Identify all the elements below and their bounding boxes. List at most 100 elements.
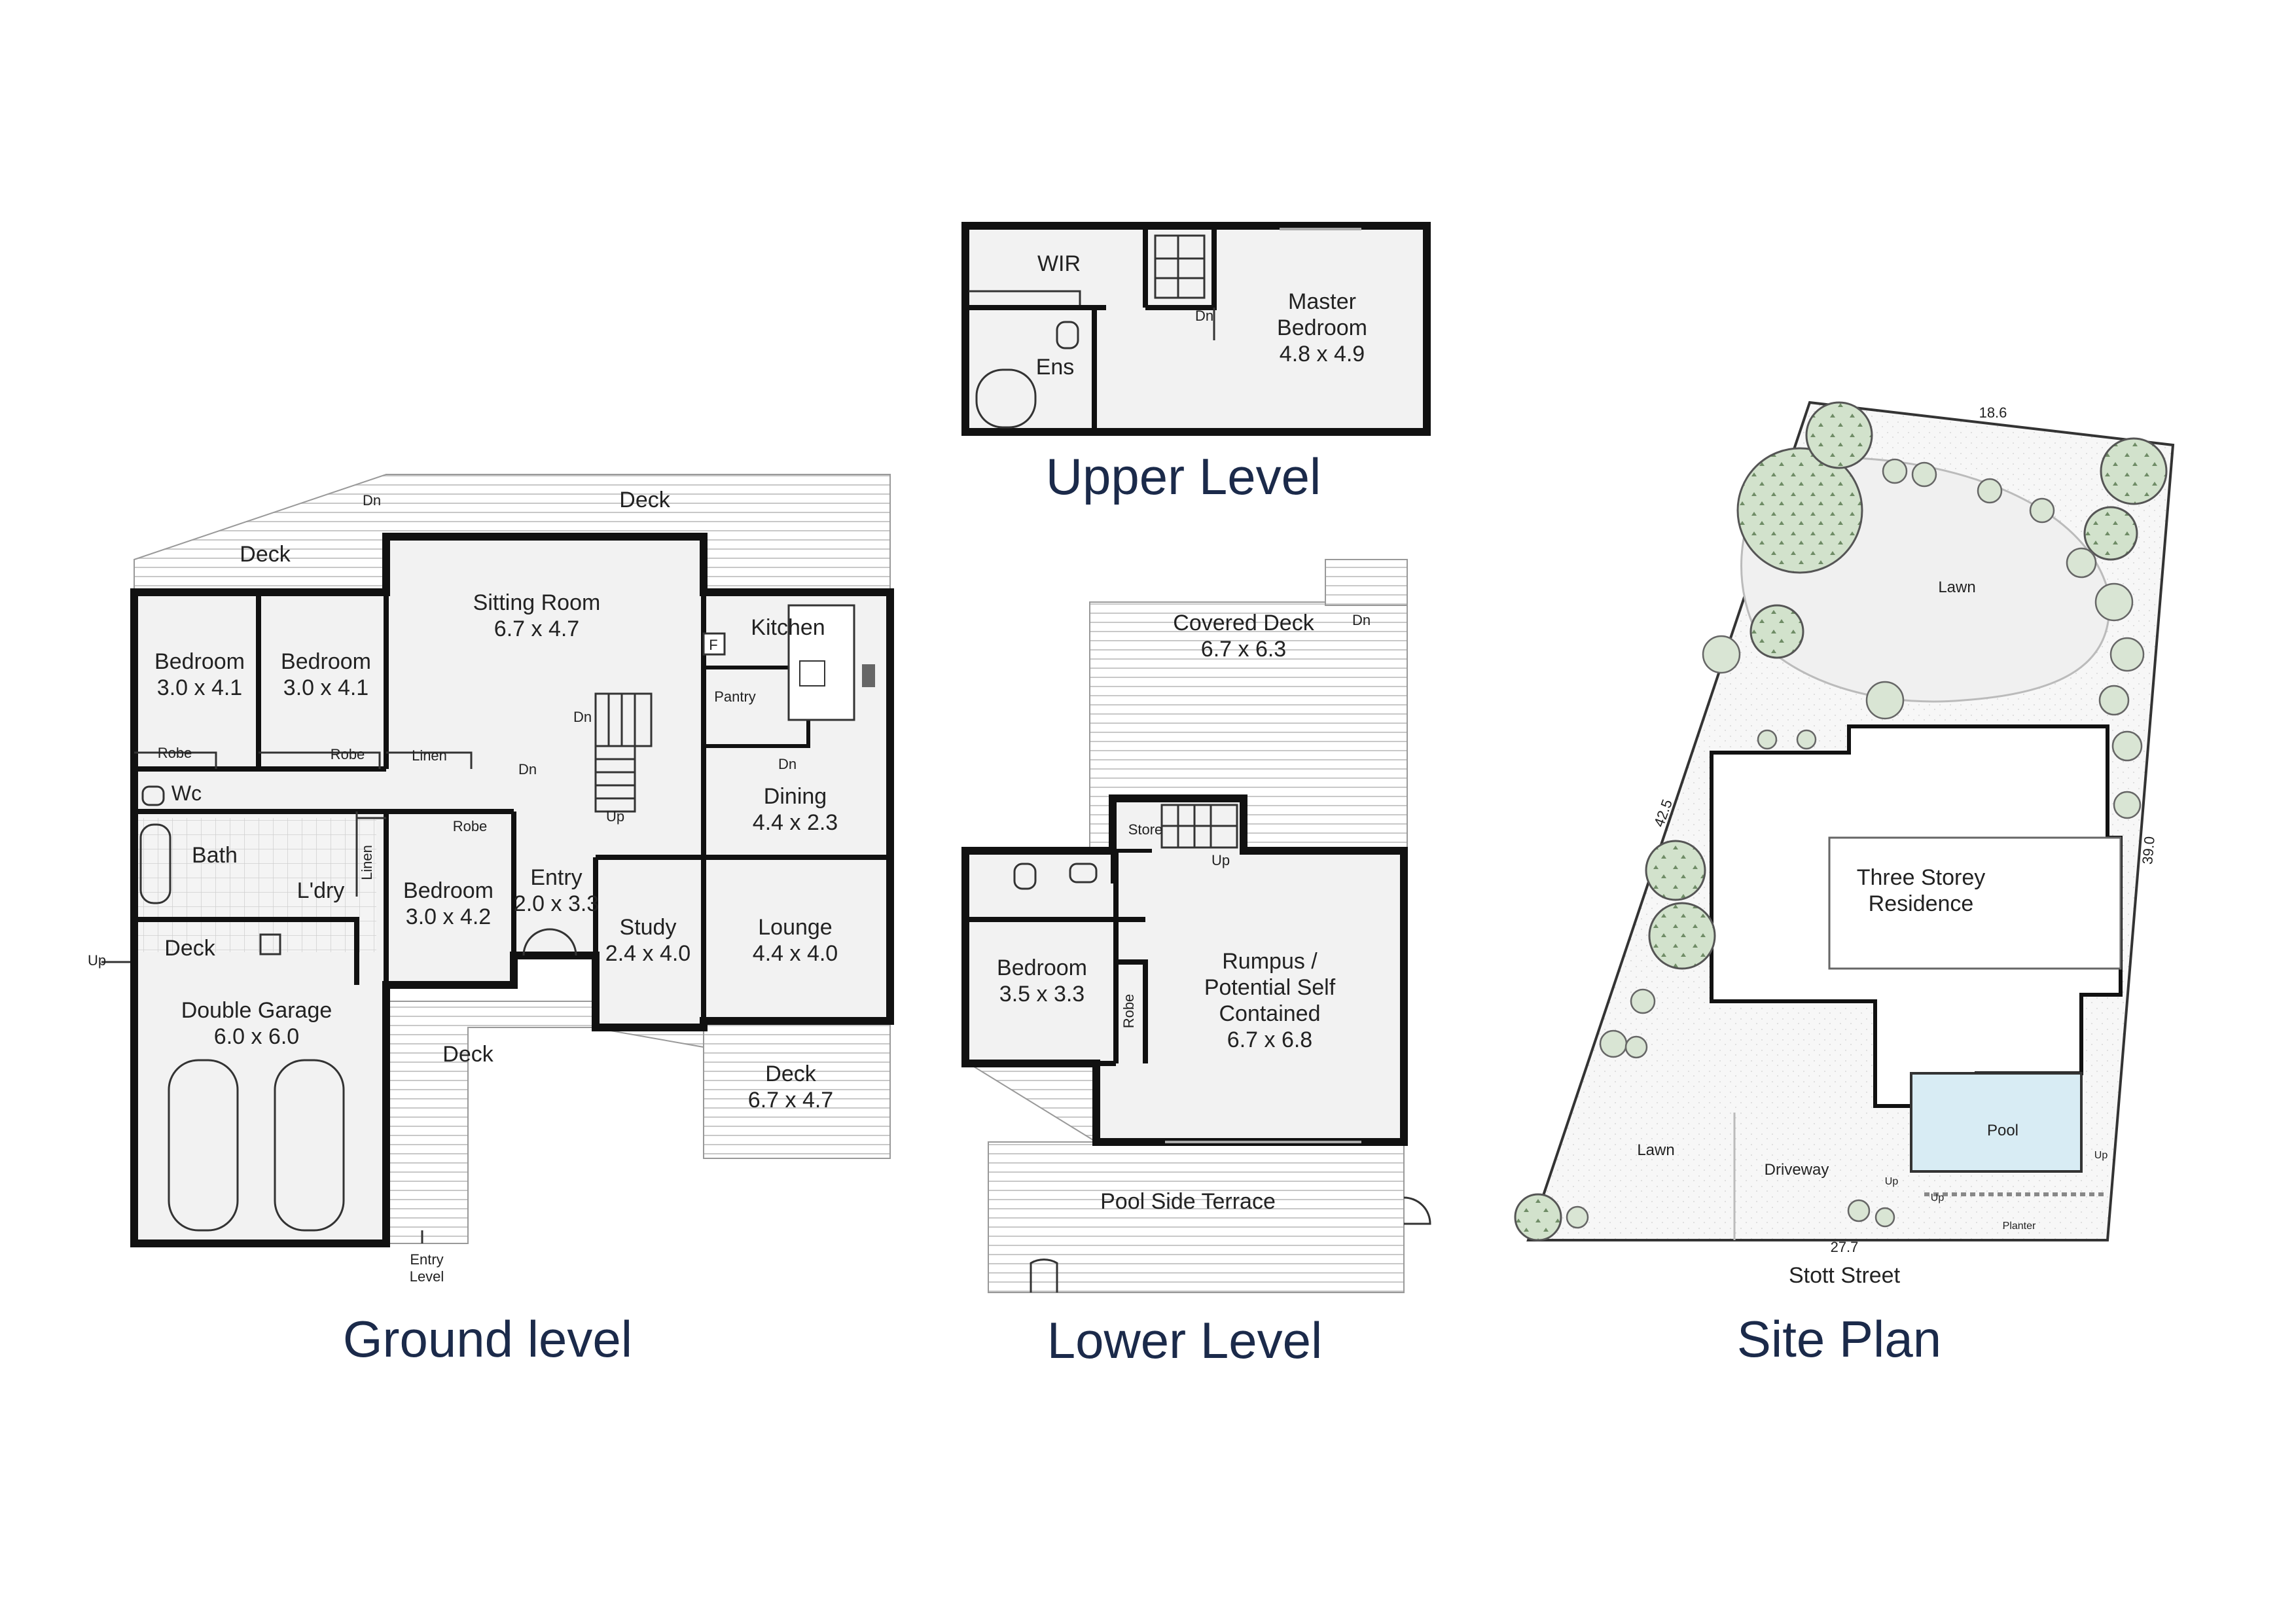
shrub-icon	[1796, 729, 1817, 750]
ground-level-title: Ground level	[343, 1310, 632, 1368]
fridge-label: F	[709, 637, 717, 653]
dn-hall-label: Dn	[518, 761, 537, 777]
bedroom-1-dim: 3.0 x 4.1	[157, 675, 242, 700]
tree-icon	[1645, 840, 1706, 901]
covered-deck-label: Covered Deck	[1173, 611, 1314, 635]
bedroom-2-label: Bedroom	[281, 649, 371, 674]
tree-icon	[1514, 1193, 1562, 1241]
deck-top-label: Deck	[619, 488, 670, 512]
deck-stairs	[1325, 559, 1408, 606]
dn-top-label: Dn	[363, 492, 381, 508]
ground-stair-up-icon	[594, 746, 636, 813]
shrub-icon	[1630, 988, 1656, 1014]
bedroom-3-dim: 3.0 x 4.2	[406, 904, 491, 929]
bedroom-3-label: Bedroom	[403, 878, 493, 903]
lounge-label: Lounge	[758, 915, 832, 940]
lower-bedroom-dim: 3.5 x 3.3	[999, 982, 1085, 1007]
rumpus-label-3: Contained	[1219, 1001, 1320, 1026]
sink-icon	[862, 664, 875, 687]
shrub-icon	[2066, 547, 2097, 579]
entry-dim: 2.0 x 3.3	[514, 891, 599, 916]
shrub-icon	[1757, 729, 1778, 750]
shrub-icon	[1702, 635, 1741, 674]
shrub-icon	[1566, 1205, 1589, 1229]
up-left-label: Up	[88, 952, 106, 969]
planter-label: Planter	[2003, 1221, 2036, 1232]
wir-label: WIR	[1037, 251, 1081, 276]
toilet-icon	[1056, 321, 1079, 349]
bathtub-icon	[975, 368, 1037, 429]
rumpus-dim: 6.7 x 6.8	[1227, 1027, 1312, 1052]
tree-icon	[1805, 401, 1873, 469]
lower-level-plan: Covered Deck 6.7 x 6.3 Dn Store Up Bedro…	[961, 559, 1431, 1293]
pool-label: Pool	[1987, 1122, 2018, 1139]
tree-icon	[1749, 604, 1804, 659]
site-plan: 18.6 42.5 39.0 27.7 Lawn Lawn Three Stor…	[1514, 401, 2175, 1288]
cooktop-icon	[799, 660, 825, 687]
up-stair-label: Up	[606, 808, 624, 825]
master-bedroom-label-2: Bedroom	[1277, 315, 1367, 340]
robe-walls	[134, 751, 473, 769]
garage-dim: 6.0 x 6.0	[214, 1024, 299, 1049]
shrub-icon	[1847, 1199, 1871, 1222]
lower-level-title: Lower Level	[1047, 1311, 1323, 1369]
entry-label: Entry	[530, 865, 582, 890]
ground-outer-wall	[130, 533, 894, 1247]
driveway-label: Driveway	[1765, 1161, 1829, 1179]
bath-label: Bath	[192, 843, 238, 868]
robe-1-label: Robe	[158, 745, 192, 761]
tree-icon	[2100, 437, 2168, 505]
shrub-icon	[2094, 582, 2134, 622]
car-icon	[168, 1059, 239, 1232]
residence-label-2: Residence	[1869, 891, 1974, 916]
entry-level-label-2: Level	[410, 1268, 444, 1285]
master-bedroom-label: Master	[1288, 289, 1356, 314]
deck-small-label: Deck	[164, 936, 215, 961]
pool-icon	[1910, 1072, 2083, 1173]
site-top-dim: 18.6	[1979, 404, 2007, 421]
site-up-label-2: Up	[1931, 1192, 1945, 1204]
ground-internal-walls-2	[386, 592, 890, 1027]
linen-wall	[355, 812, 386, 897]
bedroom-2-dim: 3.0 x 4.1	[283, 675, 368, 700]
deck-front	[386, 993, 704, 1244]
entry-level-label: Entry	[410, 1251, 443, 1268]
sitting-room-label: Sitting Room	[473, 590, 601, 615]
house-upper-roof	[1828, 836, 2122, 970]
deck-rear-dim: 6.7 x 4.7	[748, 1088, 833, 1113]
garage-label: Double Garage	[181, 998, 332, 1023]
ground-internal-walls	[134, 537, 514, 985]
sitting-room-dim: 6.7 x 4.7	[494, 616, 579, 641]
site-up-label-1: Up	[1885, 1176, 1899, 1187]
fridge-icon	[702, 632, 726, 656]
terrace-door-icon	[1403, 1196, 1431, 1225]
linen-1-label: Linen	[412, 747, 447, 764]
deck-rear	[703, 1020, 891, 1159]
covered-deck-dim: 6.7 x 6.3	[1201, 637, 1286, 662]
bath-tub-icon	[139, 823, 171, 904]
shrub-icon	[1865, 681, 1905, 720]
shrub-icon	[2113, 791, 2142, 819]
wc-toilet-icon	[141, 785, 165, 806]
shrub-icon	[2109, 637, 2145, 672]
terrace-label: Pool Side Terrace	[1100, 1189, 1276, 1214]
site-right-dim: 39.0	[2139, 836, 2158, 865]
deck-left-label: Deck	[240, 542, 291, 567]
deck-rear-label: Deck	[765, 1061, 816, 1086]
bath-laundry-tiles	[134, 818, 376, 952]
lower-bedroom-label: Bedroom	[997, 955, 1087, 980]
shrub-icon	[1874, 1207, 1895, 1228]
robe-3-label: Robe	[453, 818, 488, 834]
linen-2-label: Linen	[359, 845, 375, 880]
robe-2-label: Robe	[331, 746, 365, 762]
site-plan-title: Site Plan	[1737, 1310, 1941, 1368]
lower-stair-icon	[1160, 804, 1238, 849]
bedroom-1-label: Bedroom	[154, 649, 245, 674]
laundry-label: L'dry	[297, 878, 345, 903]
lower-up-label: Up	[1211, 852, 1230, 868]
shrub-icon	[1911, 461, 1937, 488]
shrub-icon	[1599, 1029, 1628, 1058]
shrub-icon	[1882, 458, 1908, 484]
tree-icon	[1736, 447, 1863, 574]
ens-label: Ens	[1036, 355, 1075, 380]
